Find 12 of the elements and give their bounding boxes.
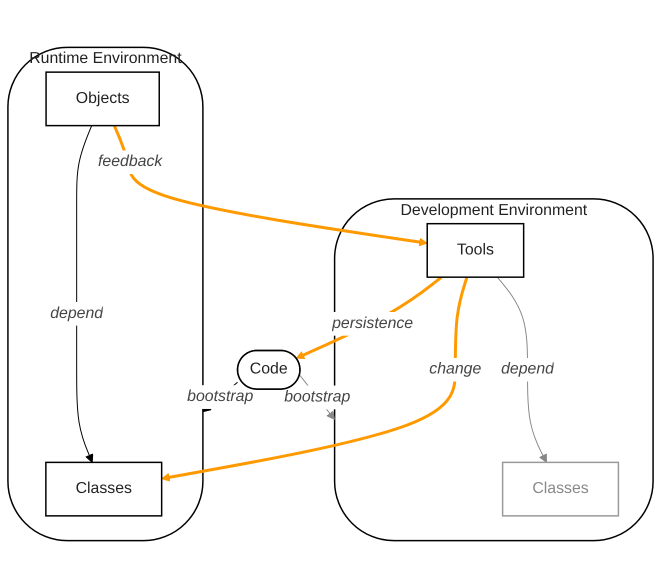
node-box: Classes — [502, 462, 620, 517]
edge-label: persistence — [332, 314, 414, 332]
arrow — [296, 276, 442, 360]
arrow — [76, 125, 94, 463]
node-box: Objects — [45, 71, 160, 126]
node-box: Tools — [426, 222, 524, 278]
edge-label: depend — [501, 360, 554, 378]
node-box: Classes — [45, 462, 162, 517]
arrow — [161, 276, 468, 482]
edge-label: change — [429, 360, 482, 378]
arrow — [112, 125, 428, 246]
edge-label: depend — [50, 304, 104, 322]
